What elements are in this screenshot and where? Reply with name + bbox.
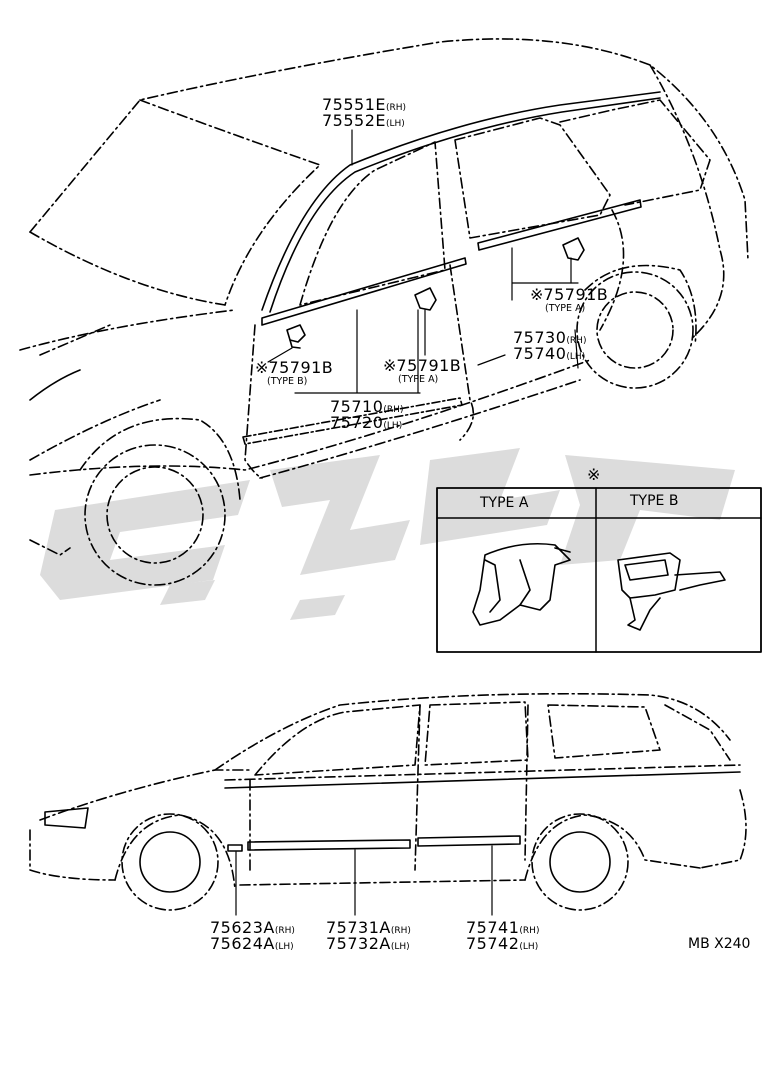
front-belt-moulding [261, 257, 467, 326]
clip-rear-label: ※75791B [530, 287, 608, 303]
type-a-clip-drawing [472, 542, 571, 626]
suffix-lh: (LH) [566, 352, 586, 362]
front-door-side-moulding [247, 839, 411, 851]
asterisk-mark: ※ [255, 358, 269, 377]
suffix-lh: (LH) [390, 942, 410, 952]
roof-outline [29, 38, 749, 261]
clip-rear-type: (TYPE A) [545, 303, 586, 314]
watermark-logo [40, 448, 735, 620]
roof-moulding-line [261, 91, 661, 311]
detail-box-frame [436, 487, 762, 653]
rear-wheel-lower [531, 813, 629, 911]
clip-mid-type: (TYPE A) [398, 374, 439, 385]
detail-box-mark: ※ [587, 465, 601, 484]
suffix-lh: (LH) [274, 942, 294, 952]
leader-clip-front [267, 347, 293, 363]
suffix-lh: (LH) [383, 421, 403, 431]
clip-front-type: (TYPE B) [267, 376, 308, 387]
part-number-rh: 75623A [210, 918, 275, 937]
part-number-lh: 75742 [466, 934, 520, 953]
diagram-code: MB X240 [688, 936, 751, 952]
asterisk-mark: ※ [383, 356, 397, 375]
part-number-rh: 75551E [322, 95, 387, 114]
rear-door-moulding-label: 75730(RH) 75740(LH) [513, 330, 586, 362]
clip-icon-front [286, 324, 306, 349]
part-number-rh: 75731A [326, 918, 391, 937]
asterisk-mark: ※ [530, 285, 544, 304]
type-b-header: TYPE B [630, 493, 679, 509]
part-number: 75791B [543, 285, 609, 304]
type-b-clip-drawing [617, 552, 726, 631]
rear-door-side-moulding [417, 835, 521, 847]
part-number-rh: 75741 [466, 918, 520, 937]
suffix-rh: (RH) [519, 926, 540, 936]
part-number: 75791B [268, 358, 334, 377]
clip-icon-rear [562, 237, 585, 261]
clip-mid-label: ※75791B [383, 358, 461, 374]
clip-front-label: ※75791B [255, 360, 333, 376]
part-number-lh: 75624A [210, 934, 275, 953]
part-number-lh: 75740 [513, 344, 567, 363]
roof-moulding-label: 75551E(RH) 75552E(LH) [322, 97, 406, 129]
type-a-header: TYPE A [480, 495, 529, 511]
front-door-moulding-label: 75710(RH) 75720(LH) [330, 399, 403, 431]
part-number-lh: 75552E [322, 111, 387, 130]
part-number: 75791B [396, 356, 462, 375]
front-wheel-lower [121, 813, 219, 911]
rear-wheel-upper [576, 271, 694, 389]
leader-rear-door [477, 247, 579, 369]
fender-moulding-label: 75623A(RH) 75624A(LH) [210, 920, 295, 952]
front-wheel-upper [84, 444, 226, 586]
suffix-rh: (RH) [386, 103, 407, 113]
leader-front-door [294, 309, 421, 394]
suffix-lh: (LH) [519, 942, 539, 952]
part-number-rh: 75710 [330, 397, 384, 416]
suffix-rh: (RH) [390, 926, 411, 936]
suffix-rh: (RH) [383, 405, 404, 415]
part-number-lh: 75732A [326, 934, 391, 953]
clip-icon-mid [414, 287, 437, 311]
part-number-rh: 75730 [513, 328, 567, 347]
front-door-side-moulding-label: 75731A(RH) 75732A(LH) [326, 920, 411, 952]
suffix-rh: (RH) [566, 336, 587, 346]
suffix-lh: (LH) [386, 119, 405, 129]
part-number-lh: 75720 [330, 413, 384, 432]
fender-moulding [227, 844, 243, 852]
lower-car-roof [214, 692, 731, 771]
suffix-rh: (RH) [274, 926, 295, 936]
rear-door-side-moulding-label: 75741(RH) 75742(LH) [466, 920, 539, 952]
rear-belt-moulding [477, 199, 642, 251]
front-side-moulding-upper [242, 397, 463, 445]
